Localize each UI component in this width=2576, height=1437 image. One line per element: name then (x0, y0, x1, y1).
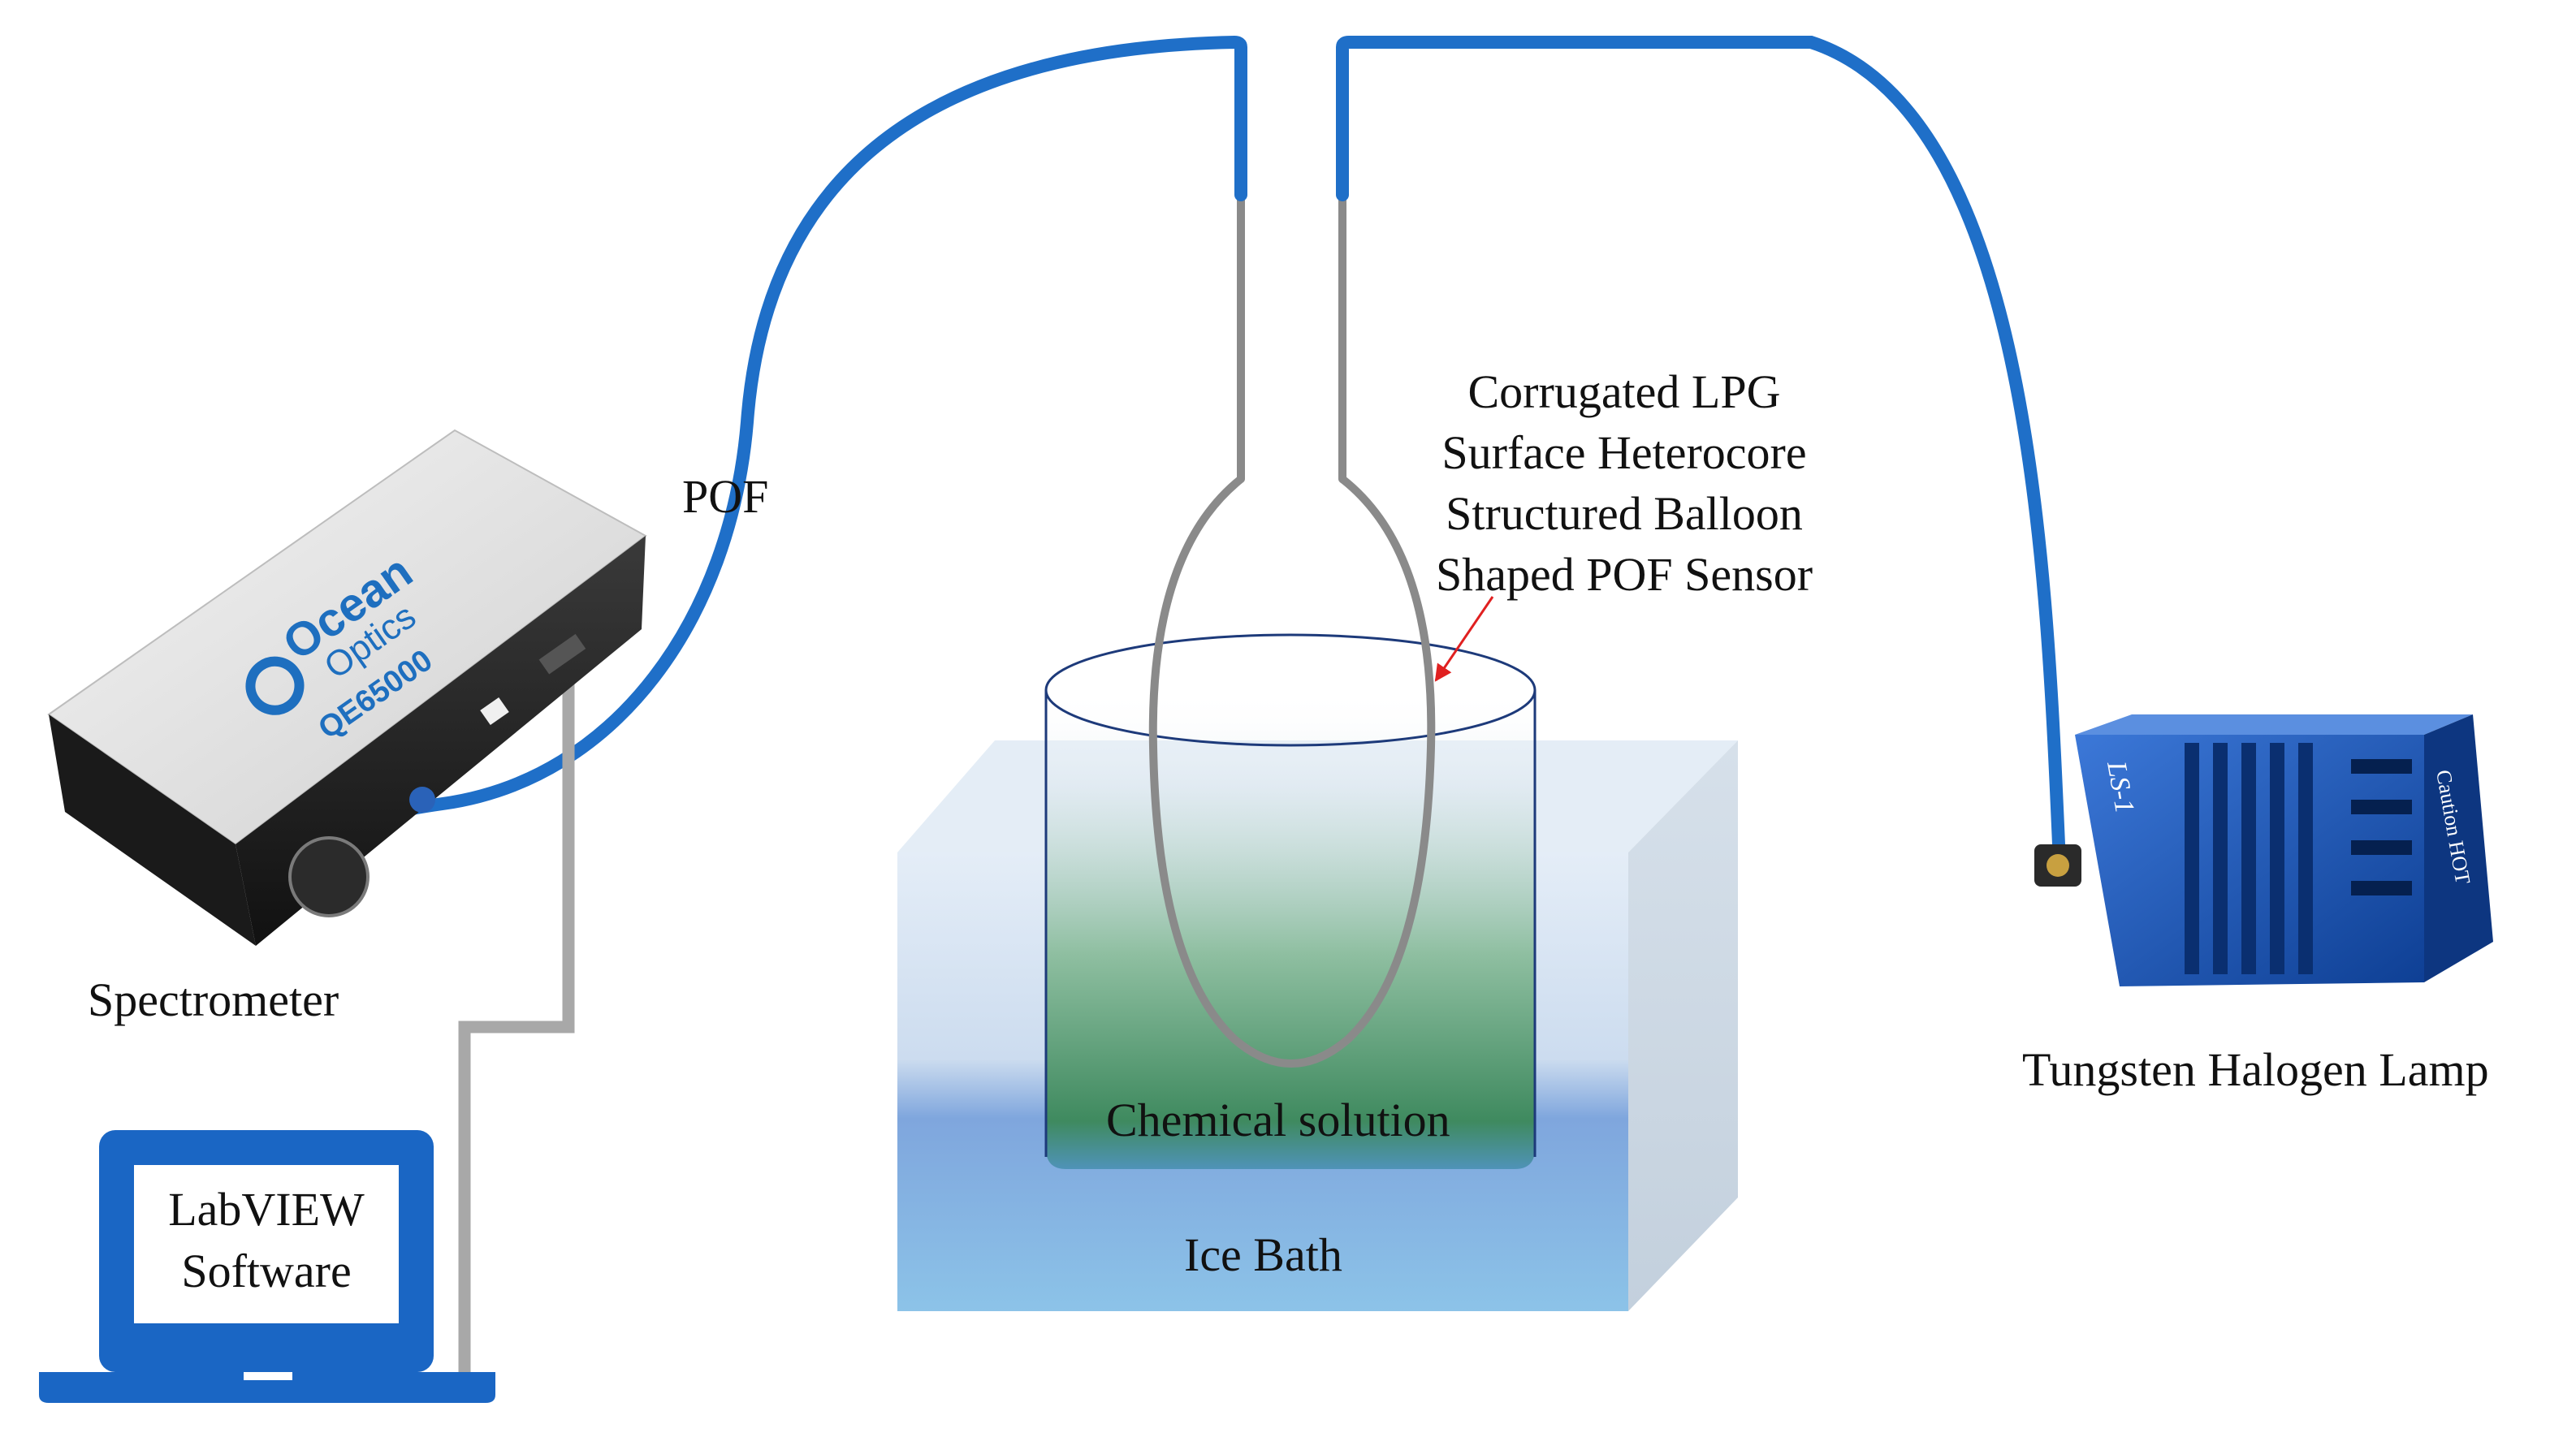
spectrometer-fiber-connector-icon (409, 787, 435, 813)
sensor-label: Corrugated LPG Surface Heterocore Struct… (1397, 361, 1852, 605)
lamp-heat-fins (2185, 743, 2313, 974)
ice-bath-side-face (1628, 740, 1738, 1311)
sensor-label-line2: Surface Heterocore (1441, 426, 1807, 479)
balloon-sensor (1148, 191, 1436, 1068)
ice-bath-label: Ice Bath (1184, 1228, 1342, 1281)
spectrometer-fan-icon (288, 836, 370, 917)
sensor-label-line1: Corrugated LPG (1467, 365, 1781, 418)
tungsten-halogen-lamp-device: LS-1 Caution HOT (2034, 714, 2493, 986)
laptop-label-line2: Software (181, 1245, 352, 1297)
pof-label: POF (682, 470, 769, 523)
lamp-vent-slots (2351, 759, 2412, 895)
spectrometer-port-slot (538, 633, 586, 675)
lamp-connector-icon (2047, 854, 2069, 877)
ocean-optics-logo-icon (245, 656, 305, 715)
chemical-solution-label: Chemical solution (1106, 1094, 1450, 1146)
beaker (1044, 633, 1537, 1169)
sensor-label-line4: Shaped POF Sensor (1435, 548, 1813, 601)
spectrometer-front-side (49, 714, 256, 946)
laptop-screen (134, 1165, 399, 1323)
laptop-base (39, 1372, 495, 1403)
laptop-screen-label: LabVIEW Software (134, 1179, 399, 1302)
chemical-solution-fill (1046, 690, 1535, 1169)
pof-fiber-to-spectrometer (375, 35, 1247, 822)
sensor-pointer-arrow (1434, 596, 1494, 682)
laptop (39, 1130, 495, 1403)
usb-cable (458, 670, 575, 1372)
laptop-notch (244, 1372, 292, 1380)
lamp-label: Tungsten Halogen Lamp (2022, 1043, 2489, 1096)
lamp-top-face (2075, 714, 2473, 735)
spectrometer-white-connector (480, 697, 509, 726)
laptop-label-line1: LabVIEW (168, 1183, 365, 1236)
lamp-right-face (2424, 714, 2493, 982)
spectrometer-device: Ocean Optics QE65000 (47, 429, 647, 946)
spectrometer-label: Spectrometer (88, 973, 339, 1026)
sensor-label-line3: Structured Balloon (1446, 487, 1803, 540)
balloon-fiber-loop (1148, 334, 1436, 1068)
beaker-rim (1044, 633, 1537, 747)
